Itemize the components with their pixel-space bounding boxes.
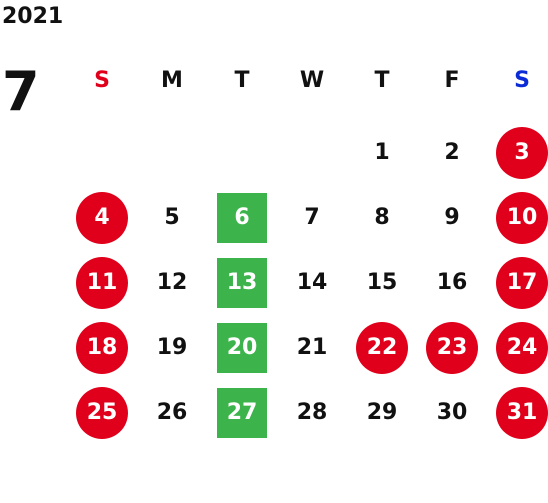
calendar-day-10: 10 [487,185,548,250]
calendar-day-29: 29 [347,380,417,445]
day-number: 19 [156,335,188,360]
day-number: 17 [496,256,548,309]
day-number: 25 [76,386,128,439]
day-number: 6 [217,192,267,243]
day-number: 13 [217,257,267,308]
day-number: 9 [444,205,460,230]
weekday-label: S [514,68,530,93]
calendar-day-8: 8 [347,185,417,250]
calendar-day-21: 21 [277,315,347,380]
calendar-day-18: 18 [67,315,137,380]
calendar-day-2: 2 [417,120,487,185]
calendar-day-11: 11 [67,250,137,315]
calendar-day-14: 14 [277,250,347,315]
day-number: 14 [296,270,328,295]
calendar-day-19: 19 [137,315,207,380]
day-number: 22 [356,321,408,374]
day-number: 27 [217,387,267,438]
day-number: 31 [496,386,548,439]
day-number: 1 [374,140,390,165]
day-number: 12 [156,270,188,295]
calendar-day-27: 27 [207,380,277,445]
calendar-year: 2021 [2,4,64,29]
calendar-day-5: 5 [137,185,207,250]
weekday-label: F [444,68,460,93]
day-number: 18 [76,321,128,374]
day-number: 15 [366,270,398,295]
day-number: 29 [366,400,398,425]
calendar-day-13: 13 [207,250,277,315]
day-number: 5 [164,205,180,230]
day-number: 20 [217,322,267,373]
weekday-label: M [161,68,183,93]
calendar-month: 7 [2,60,40,123]
day-number: 24 [496,321,548,374]
day-number: 16 [436,270,468,295]
calendar-day-22: 22 [347,315,417,380]
day-number: 30 [436,400,468,425]
calendar-day-1: 1 [347,120,417,185]
calendar-day-4: 4 [67,185,137,250]
calendar-day-26: 26 [137,380,207,445]
weekday-label: W [299,68,325,93]
day-number: 2 [444,140,460,165]
day-number: 10 [496,191,548,244]
calendar-day-12: 12 [137,250,207,315]
weekday-label: T [374,68,390,93]
calendar-day-16: 16 [417,250,487,315]
weekday-label: T [234,68,250,93]
day-number: 23 [426,321,478,374]
calendar-day-20: 20 [207,315,277,380]
day-number: 21 [296,335,328,360]
calendar-day-23: 23 [417,315,487,380]
calendar-day-24: 24 [487,315,548,380]
day-number: 26 [156,400,188,425]
calendar-day-30: 30 [417,380,487,445]
calendar-day-6: 6 [207,185,277,250]
day-number: 3 [496,126,548,179]
day-number: 28 [296,400,328,425]
calendar-day-28: 28 [277,380,347,445]
day-number: 7 [304,205,320,230]
calendar-day-3: 3 [487,120,548,185]
calendar-day-7: 7 [277,185,347,250]
day-number: 4 [76,191,128,244]
weekday-label: S [94,68,110,93]
calendar-day-17: 17 [487,250,548,315]
calendar-day-15: 15 [347,250,417,315]
day-number: 8 [374,205,390,230]
calendar-day-31: 31 [487,380,548,445]
day-number: 11 [76,256,128,309]
calendar-day-9: 9 [417,185,487,250]
calendar-day-25: 25 [67,380,137,445]
